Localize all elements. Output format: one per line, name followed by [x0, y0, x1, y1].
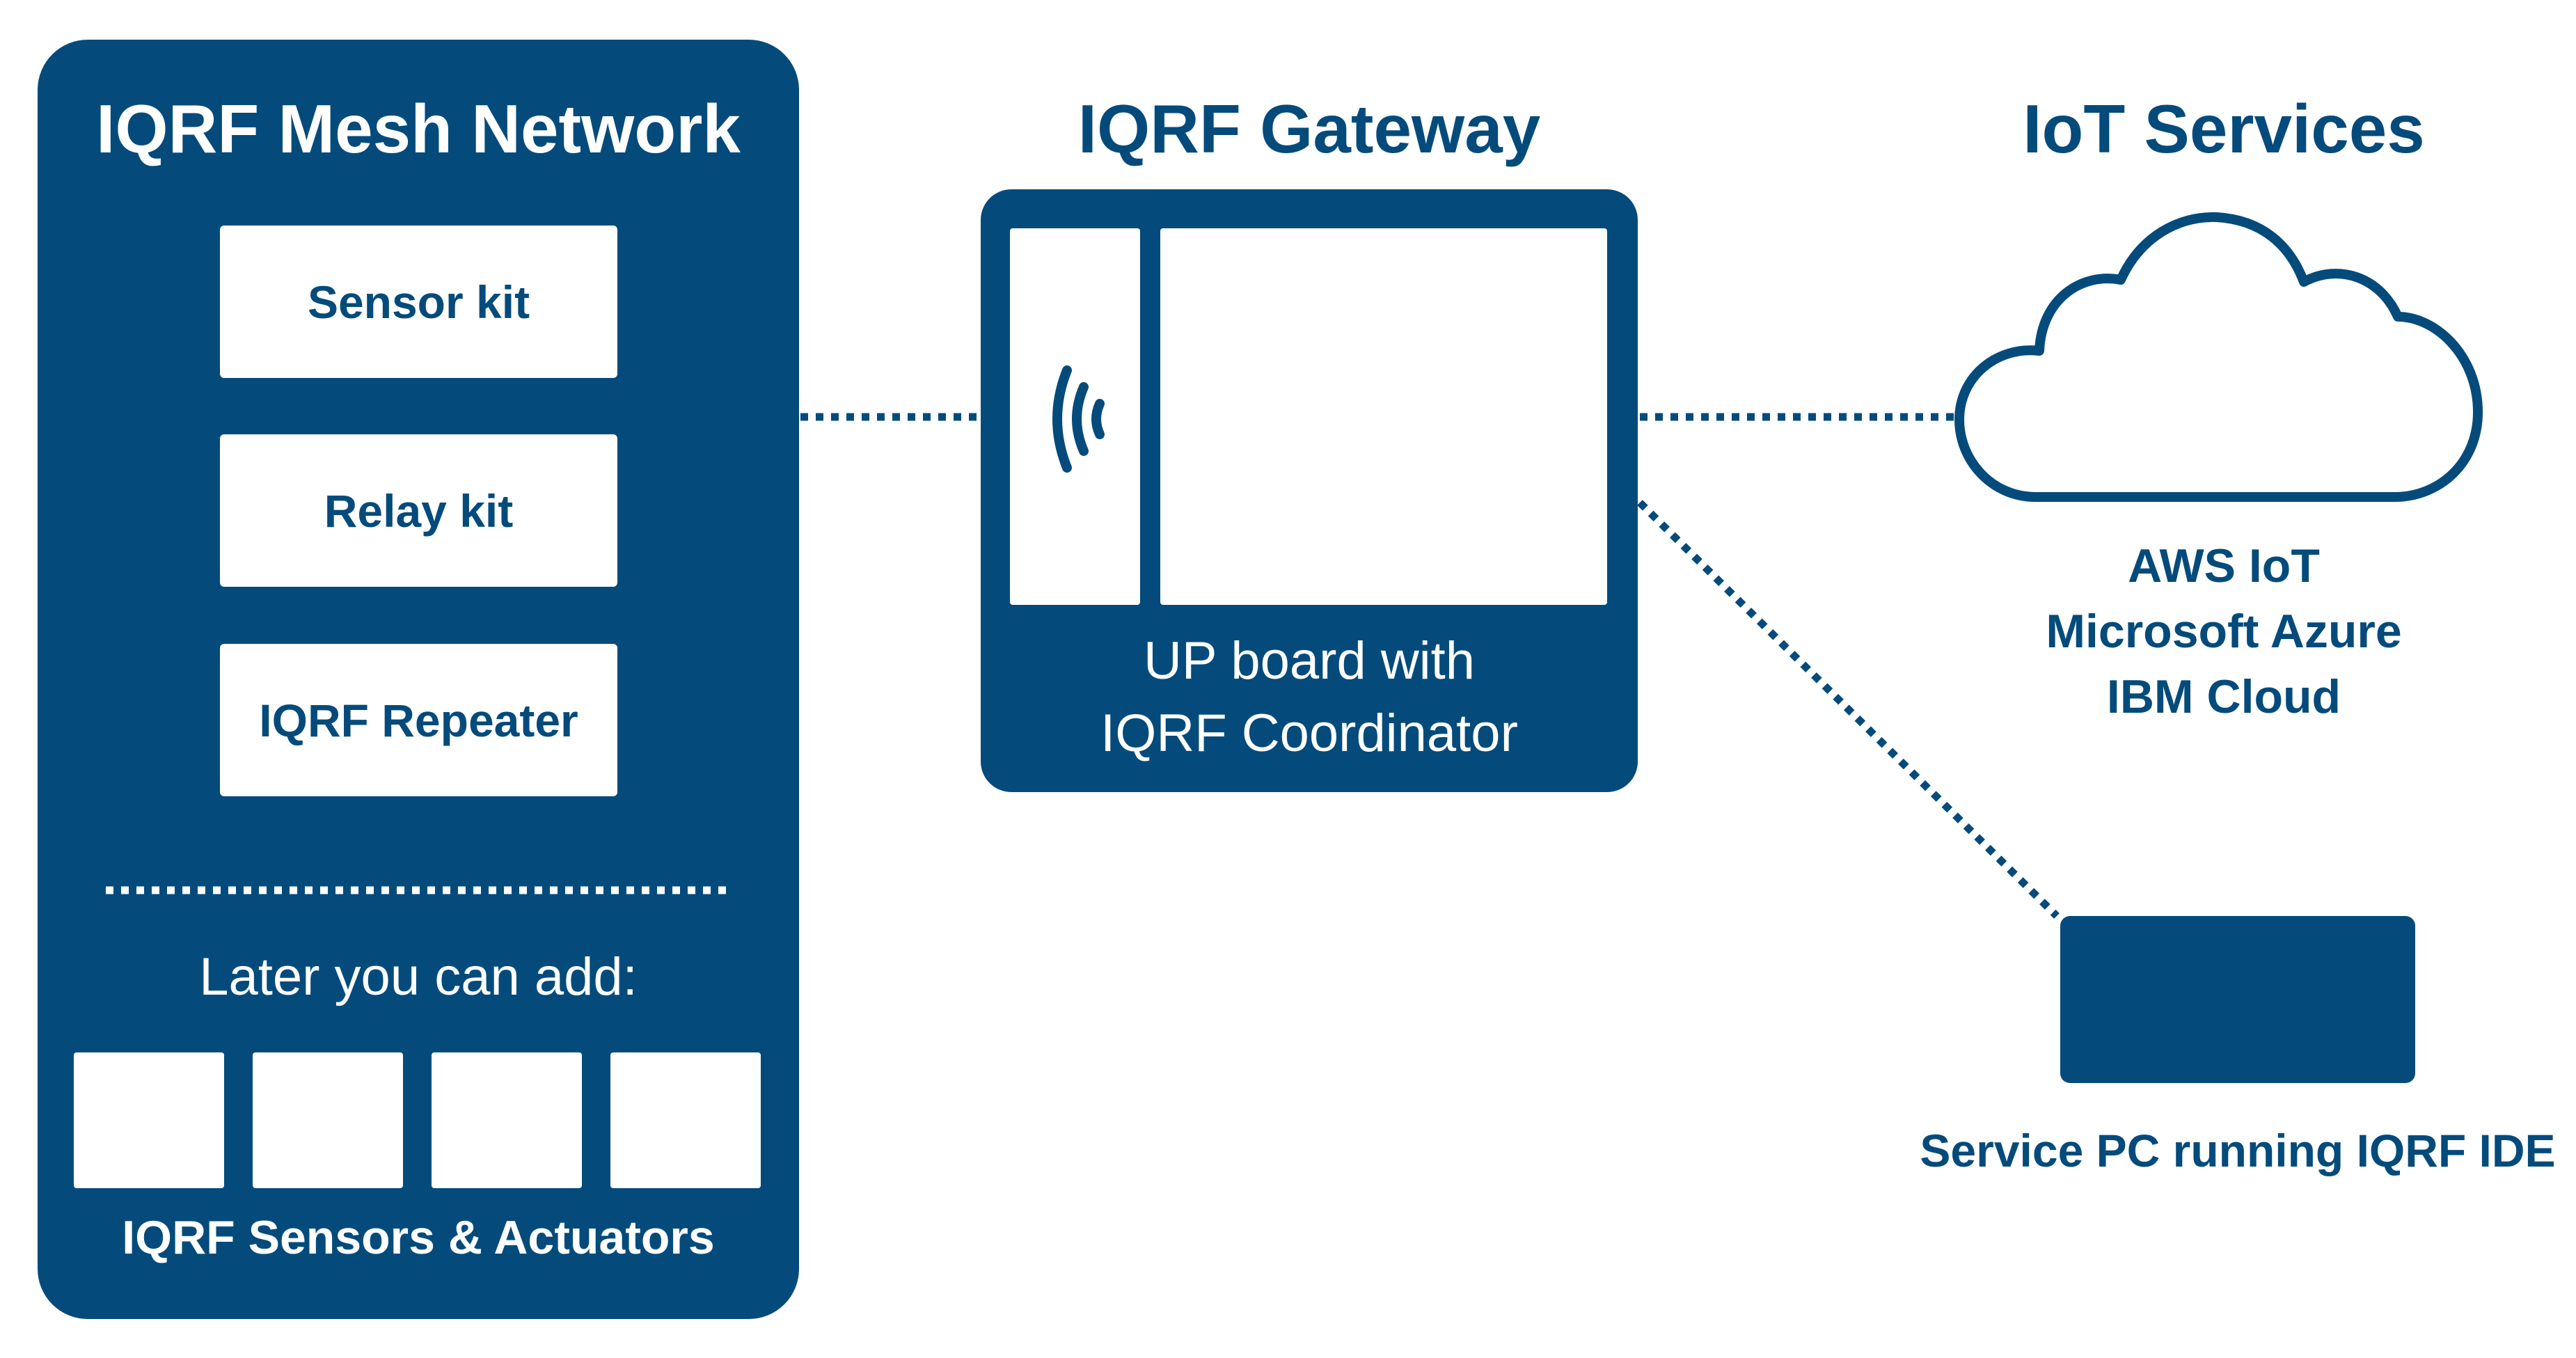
service-azure: Microsoft Azure: [2046, 605, 2402, 658]
sensors-actuators-label: IQRF Sensors & Actuators: [122, 1211, 715, 1264]
service-aws: AWS IoT: [2128, 539, 2320, 592]
cloud-icon: [1954, 212, 2483, 502]
sensor-kit-label: Sensor kit: [307, 276, 530, 328]
wireless-signal-icon: [1052, 365, 1105, 473]
gateway-label-line1: UP board with: [1144, 631, 1475, 690]
later-you-can-add-label: Later you can add:: [199, 947, 638, 1006]
iqrf-repeater-label: IQRF Repeater: [259, 694, 578, 746]
gateway-title: IQRF Gateway: [1077, 90, 1541, 167]
relay-kit-box: Relay kit: [220, 434, 617, 587]
service-pc-label: Service PC running IQRF IDE: [1920, 1125, 2556, 1176]
wireless-signal-icon: [697, 364, 758, 470]
sensor-kit-box: Sensor kit: [220, 226, 617, 378]
service-pc-box: [2060, 916, 2415, 1083]
service-ibm: IBM Cloud: [2106, 670, 2341, 723]
sensor-actuator-tile: [74, 1052, 224, 1188]
iot-services-title: IoT Services: [2023, 90, 2425, 167]
sensor-actuator-tile: [253, 1052, 403, 1188]
mesh-network-title: IQRF Mesh Network: [96, 90, 741, 167]
iot-services-list: AWS IoT Microsoft Azure IBM Cloud: [1935, 533, 2513, 729]
relay-kit-label: Relay kit: [324, 484, 514, 537]
gateway-label-line2: IQRF Coordinator: [1100, 704, 1518, 763]
sensor-actuator-tile: [610, 1052, 761, 1188]
sensor-actuator-tile: [432, 1052, 582, 1188]
gateway-pc-link: [1637, 500, 2060, 919]
gateway-device-label: UP board with IQRF Coordinator: [981, 625, 1638, 770]
board-screen: [1160, 228, 1607, 605]
iqrf-repeater-box: IQRF Repeater: [220, 644, 617, 796]
